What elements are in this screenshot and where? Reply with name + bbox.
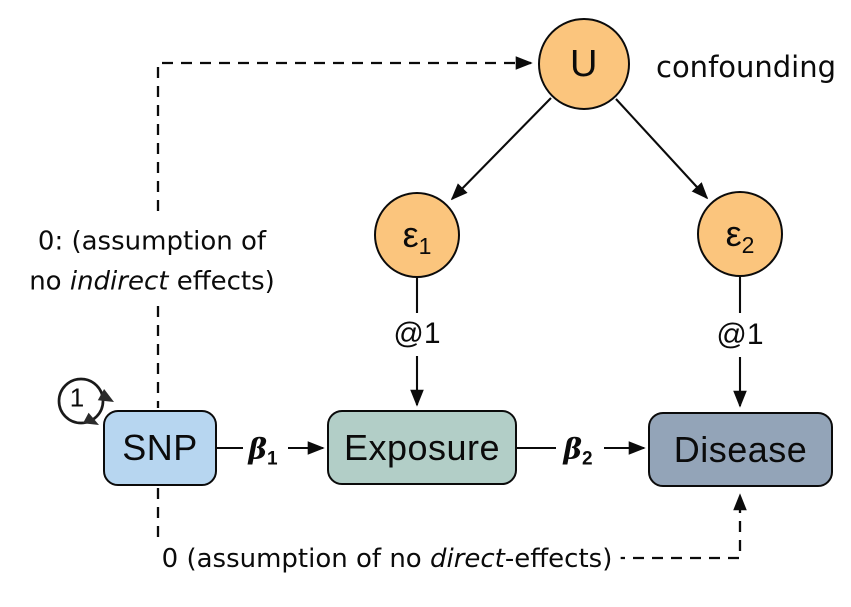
node-exposure: Exposure — [327, 410, 517, 485]
node-epsilon1-label: ε1 — [402, 214, 432, 259]
no-indirect-effects-annotation: 0: (assumption of no indirect effects) — [29, 222, 275, 301]
node-snp-label: SNP — [122, 427, 198, 468]
eps2-loading-label: @1 — [716, 318, 764, 351]
indirect-line2-pre: no — [29, 266, 70, 296]
node-epsilon2: ε2 — [697, 191, 783, 277]
beta2-label: β2 — [563, 432, 592, 469]
snp-variance-loop — [57, 377, 105, 425]
eps1-loading-label: @1 — [393, 317, 441, 350]
node-u-confounder: U — [538, 18, 630, 110]
node-exposure-label: Exposure — [343, 426, 501, 468]
indirect-line2-post: effects) — [168, 266, 275, 296]
epsilon1-symbol: ε — [402, 214, 419, 255]
snp-loop-arrowhead-top — [97, 389, 114, 402]
no-direct-effects-annotation: 0 (assumption of no direct-effects) — [153, 544, 621, 574]
node-disease-label: Disease — [673, 428, 808, 470]
indirect-line2-emphasis: indirect — [69, 266, 169, 296]
confounding-note: confounding — [656, 50, 837, 84]
node-snp: SNP — [103, 410, 217, 486]
epsilon2-symbol: ε — [725, 213, 742, 254]
snp-variance-label: 1 — [69, 382, 85, 413]
snp-loop-arrowhead-bottom — [83, 412, 99, 425]
node-disease: Disease — [648, 412, 833, 487]
direct-post: -effects) — [504, 544, 613, 574]
node-epsilon2-label: ε2 — [725, 213, 755, 258]
edge-u-to-eps2 — [615, 98, 709, 200]
beta1-subscript: 1 — [267, 448, 278, 470]
beta1-symbol: β — [248, 432, 268, 466]
beta2-subscript: 2 — [582, 448, 593, 470]
no-indirect-effects-line1: 0: (assumption of — [37, 226, 267, 257]
node-epsilon1: ε1 — [374, 192, 460, 278]
epsilon1-subscript: 1 — [418, 233, 432, 259]
direct-pre: 0 (assumption of no — [161, 544, 430, 574]
beta1-label: β1 — [248, 432, 277, 469]
epsilon2-subscript: 2 — [741, 232, 755, 258]
no-indirect-effects-line2: no indirect effects) — [29, 262, 275, 302]
node-u-label: U — [570, 42, 598, 85]
direct-emphasis: direct — [429, 544, 505, 574]
edge-u-to-eps1 — [450, 97, 552, 201]
beta2-symbol: β — [563, 432, 583, 466]
